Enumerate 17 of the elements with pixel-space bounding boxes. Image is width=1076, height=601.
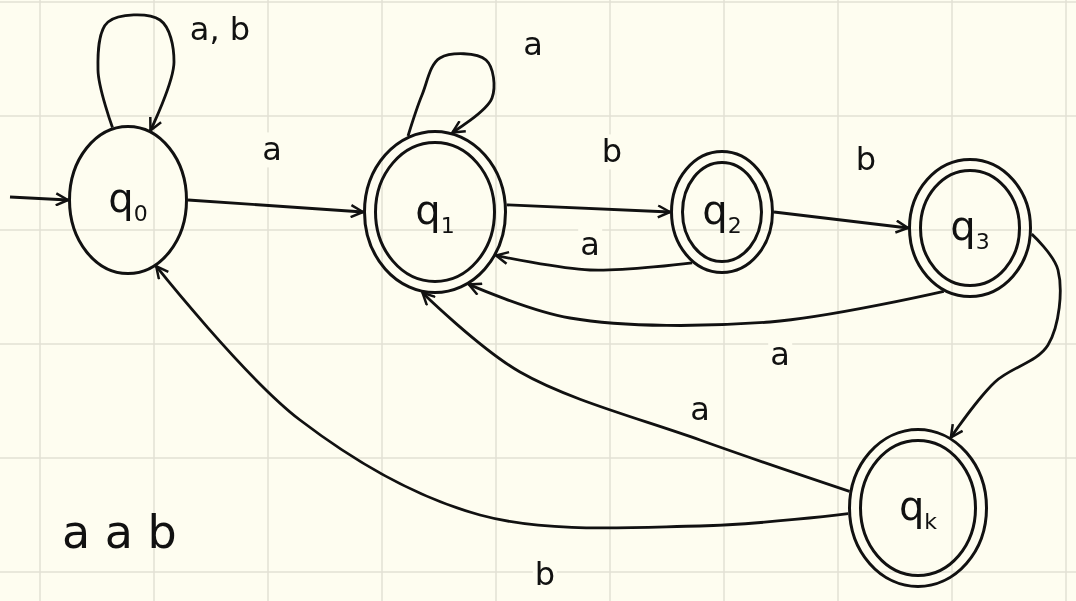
transition-arrow — [421, 291, 850, 493]
state-label: q$_{3}$ — [950, 202, 990, 254]
transition-arrow — [506, 203, 672, 219]
transition-arrow — [154, 264, 849, 530]
transition-arrow — [9, 192, 70, 207]
transition-arrow — [467, 282, 945, 327]
state-label: q$_{0}$ — [108, 174, 148, 226]
transition-arrow — [773, 210, 910, 234]
state-label: q$_{2}$ — [702, 186, 742, 238]
transition-arrow — [494, 250, 693, 272]
transition-arrow — [96, 13, 176, 132]
state-label: q$_{k}$ — [898, 482, 938, 534]
state-label: q$_{1}$ — [415, 186, 455, 238]
input-string: a a b — [62, 505, 177, 559]
transition-arrow — [406, 52, 496, 137]
transition-arrow — [949, 233, 1062, 439]
transition-arrow — [187, 198, 365, 219]
